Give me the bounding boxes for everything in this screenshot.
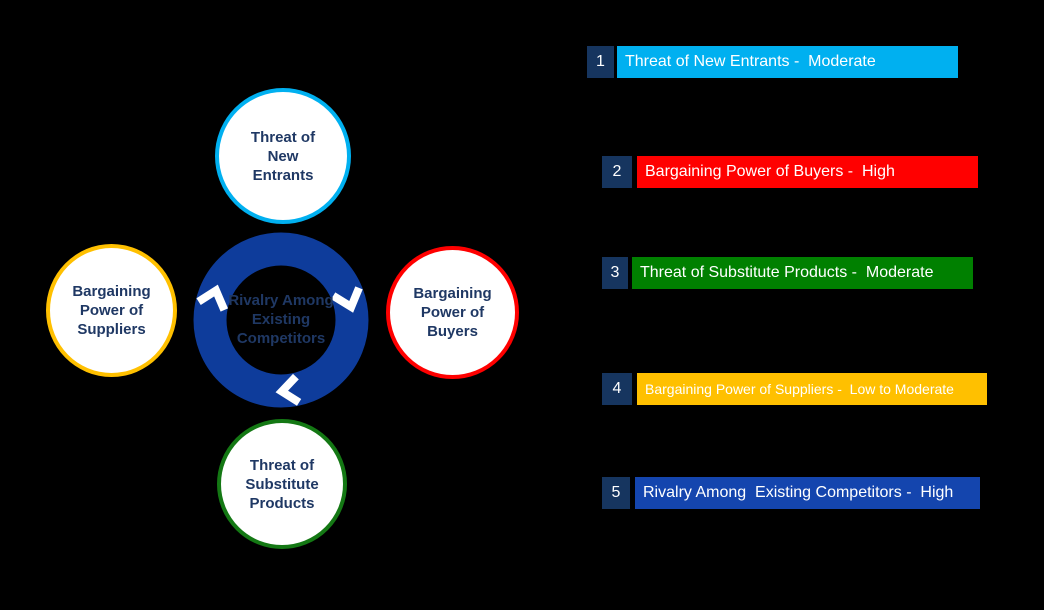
cycle-arrow-chevron xyxy=(196,284,228,312)
legend-label: Bargaining Power of Buyers - High xyxy=(645,163,895,180)
center-label-line: Competitors xyxy=(236,330,326,347)
center-label-line: Existing xyxy=(251,311,311,328)
legend-row-power-of-buyers: 2 Bargaining Power of Buyers - High xyxy=(602,156,978,188)
cycle-arrow-chevron xyxy=(331,286,363,313)
center-node-label: Rivalry Among Existing Competitors xyxy=(211,291,351,348)
legend-number: 4 xyxy=(602,373,632,405)
legend-label: Threat of New Entrants - Moderate xyxy=(625,53,876,70)
legend-bar: Bargaining Power of Suppliers - Low to M… xyxy=(637,373,987,405)
node-label: Threat of New Entrants xyxy=(251,128,315,185)
node-bargaining-power-suppliers: Bargaining Power of Suppliers xyxy=(46,244,177,377)
node-label-line: Substitute xyxy=(245,475,319,493)
legend-label: Bargaining Power of Suppliers - Low to M… xyxy=(645,381,954,397)
legend-bar: Bargaining Power of Buyers - High xyxy=(637,156,978,188)
node-label-line: Bargaining xyxy=(72,283,151,300)
cycle-arrow-chevron xyxy=(275,373,302,406)
legend-bar: Rivalry Among Existing Competitors - Hig… xyxy=(635,477,980,509)
node-bargaining-power-buyers: Bargaining Power of Buyers xyxy=(386,246,519,379)
node-label-line: Threat of xyxy=(250,128,316,146)
legend-number: 5 xyxy=(602,477,630,509)
node-label-line: Bargaining xyxy=(413,285,492,302)
node-label-line: Entrants xyxy=(252,166,314,184)
legend-row-threat-new-entrants: 1 Threat of New Entrants - Moderate xyxy=(587,46,958,78)
node-label: Threat of Substitute Products xyxy=(245,456,318,513)
legend-bar: Threat of New Entrants - Moderate xyxy=(617,46,958,78)
legend-bar: Threat of Substitute Products - Moderate xyxy=(632,257,973,289)
node-label-line: Buyers xyxy=(427,323,478,340)
legend-label: Threat of Substitute Products - Moderate xyxy=(640,264,934,281)
legend-row-power-of-suppliers: 4 Bargaining Power of Suppliers - Low to… xyxy=(602,373,987,405)
legend-row-rivalry-competitors: 5 Rivalry Among Existing Competitors - H… xyxy=(602,477,980,509)
node-threat-of-substitutes: Threat of Substitute Products xyxy=(217,419,347,549)
node-label-line: Products xyxy=(249,494,315,512)
legend-label: Rivalry Among Existing Competitors - Hig… xyxy=(643,484,954,501)
legend-row-substitute-products: 3 Threat of Substitute Products - Modera… xyxy=(602,257,973,289)
node-label-line: Suppliers xyxy=(77,321,146,338)
node-label-line: New xyxy=(267,147,299,165)
node-label: Bargaining Power of Buyers xyxy=(413,284,491,341)
node-label: Bargaining Power of Suppliers xyxy=(72,282,150,339)
legend-number: 3 xyxy=(602,257,628,289)
legend-number: 2 xyxy=(602,156,632,188)
center-label-line: Rivalry Among xyxy=(228,292,334,309)
node-label-line: Power of xyxy=(79,302,144,319)
node-label-line: Power of xyxy=(420,304,485,321)
node-threat-of-new-entrants: Threat of New Entrants xyxy=(215,88,351,224)
cycle-ring xyxy=(193,232,369,408)
legend-number: 1 xyxy=(587,46,614,78)
node-label-line: Threat of xyxy=(249,456,315,474)
